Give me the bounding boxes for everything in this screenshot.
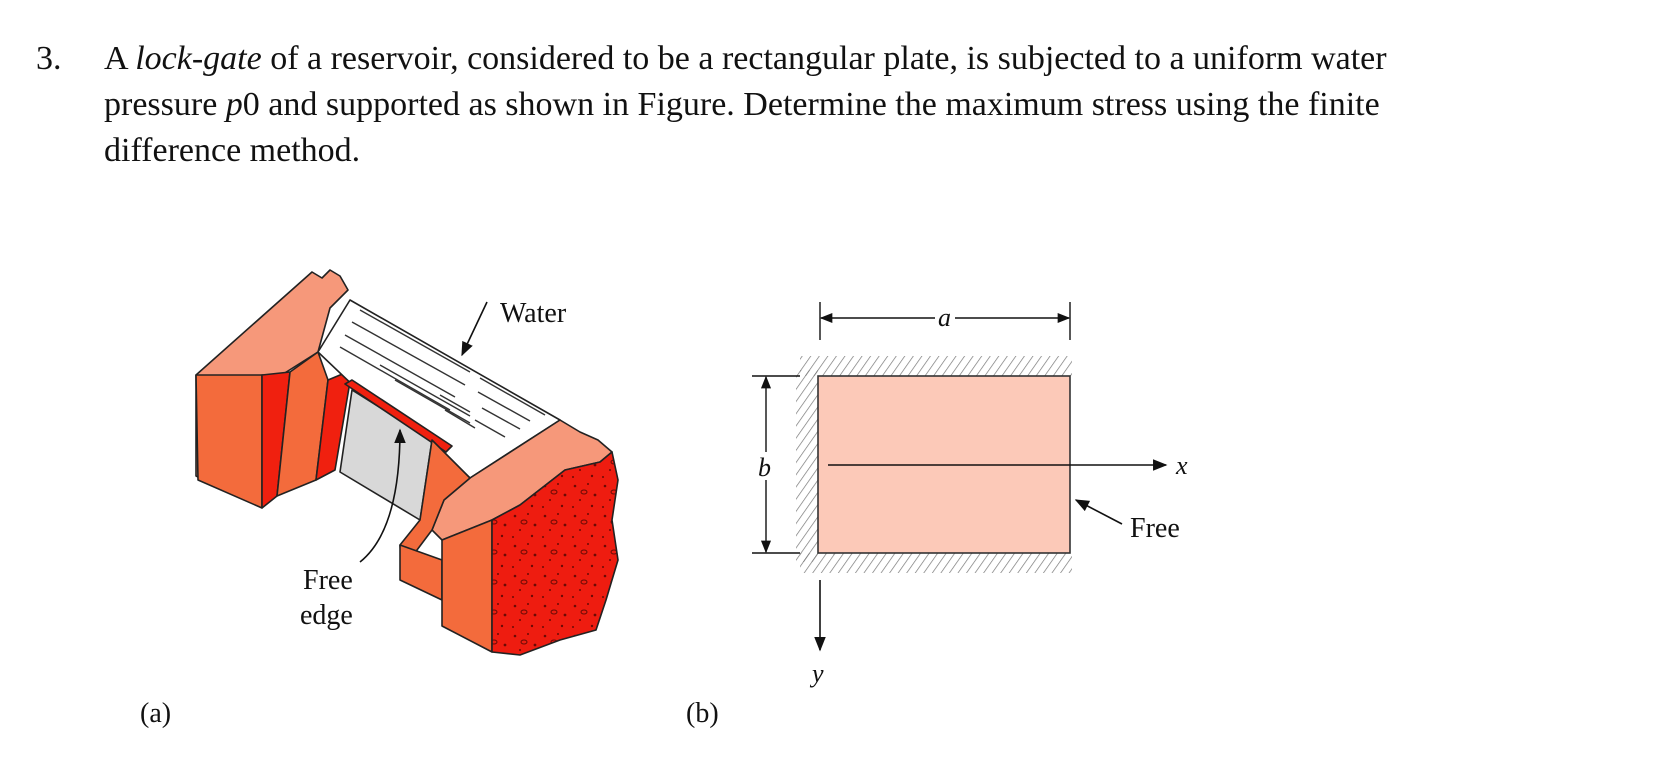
water-pointer bbox=[461, 301, 488, 357]
y-axis-label: y bbox=[809, 659, 824, 688]
water-lines bbox=[339, 309, 546, 438]
problem-line-1: A lock-gate of a reservoir, considered t… bbox=[104, 36, 1624, 82]
caption-a: (a) bbox=[140, 698, 171, 729]
left-support-hatch bbox=[796, 370, 818, 562]
line2-start: pressure bbox=[104, 86, 226, 123]
problem-line-3: difference method. bbox=[104, 132, 361, 169]
problem-text: A lock-gate of a reservoir, considered t… bbox=[104, 36, 1624, 174]
right-wall-cut-section bbox=[491, 451, 619, 656]
pressure-subscript: 0 bbox=[242, 86, 260, 123]
lock-gate-term: lock-gate bbox=[135, 40, 262, 77]
bottom-support-hatch bbox=[800, 553, 1072, 573]
water-label: Water bbox=[500, 298, 567, 329]
free-label: Free bbox=[1130, 513, 1180, 544]
problem-number: 3. bbox=[36, 40, 62, 77]
right-inner-step-lower bbox=[399, 544, 443, 601]
x-axis-label: x bbox=[1175, 451, 1188, 480]
right-inner-step bbox=[399, 439, 471, 571]
dim-b-label: b bbox=[758, 453, 771, 482]
free-edge-label-2: edge bbox=[300, 600, 353, 631]
caption-b: (b) bbox=[686, 698, 719, 729]
left-wall-front bbox=[195, 374, 263, 509]
free-edge-pointer bbox=[359, 428, 406, 563]
free-edge-pointer-b bbox=[1074, 499, 1123, 525]
line1-rest: of a reservoir, considered to be a recta… bbox=[261, 40, 1387, 77]
pressure-symbol: p bbox=[225, 86, 243, 123]
lock-gate-illustration bbox=[195, 269, 619, 656]
line2-rest: and supported as shown in Figure. Determ… bbox=[259, 86, 1380, 123]
line1-start: A bbox=[104, 40, 136, 77]
problem-line-2: pressure p0 and supported as shown in Fi… bbox=[104, 82, 1624, 128]
dim-a-label: a bbox=[938, 303, 951, 332]
free-edge-label-1: Free bbox=[303, 565, 353, 596]
gate-top-edge bbox=[344, 379, 453, 453]
right-wall-front bbox=[441, 519, 493, 653]
top-support-hatch bbox=[800, 356, 1072, 376]
plate-schematic bbox=[752, 302, 1168, 652]
